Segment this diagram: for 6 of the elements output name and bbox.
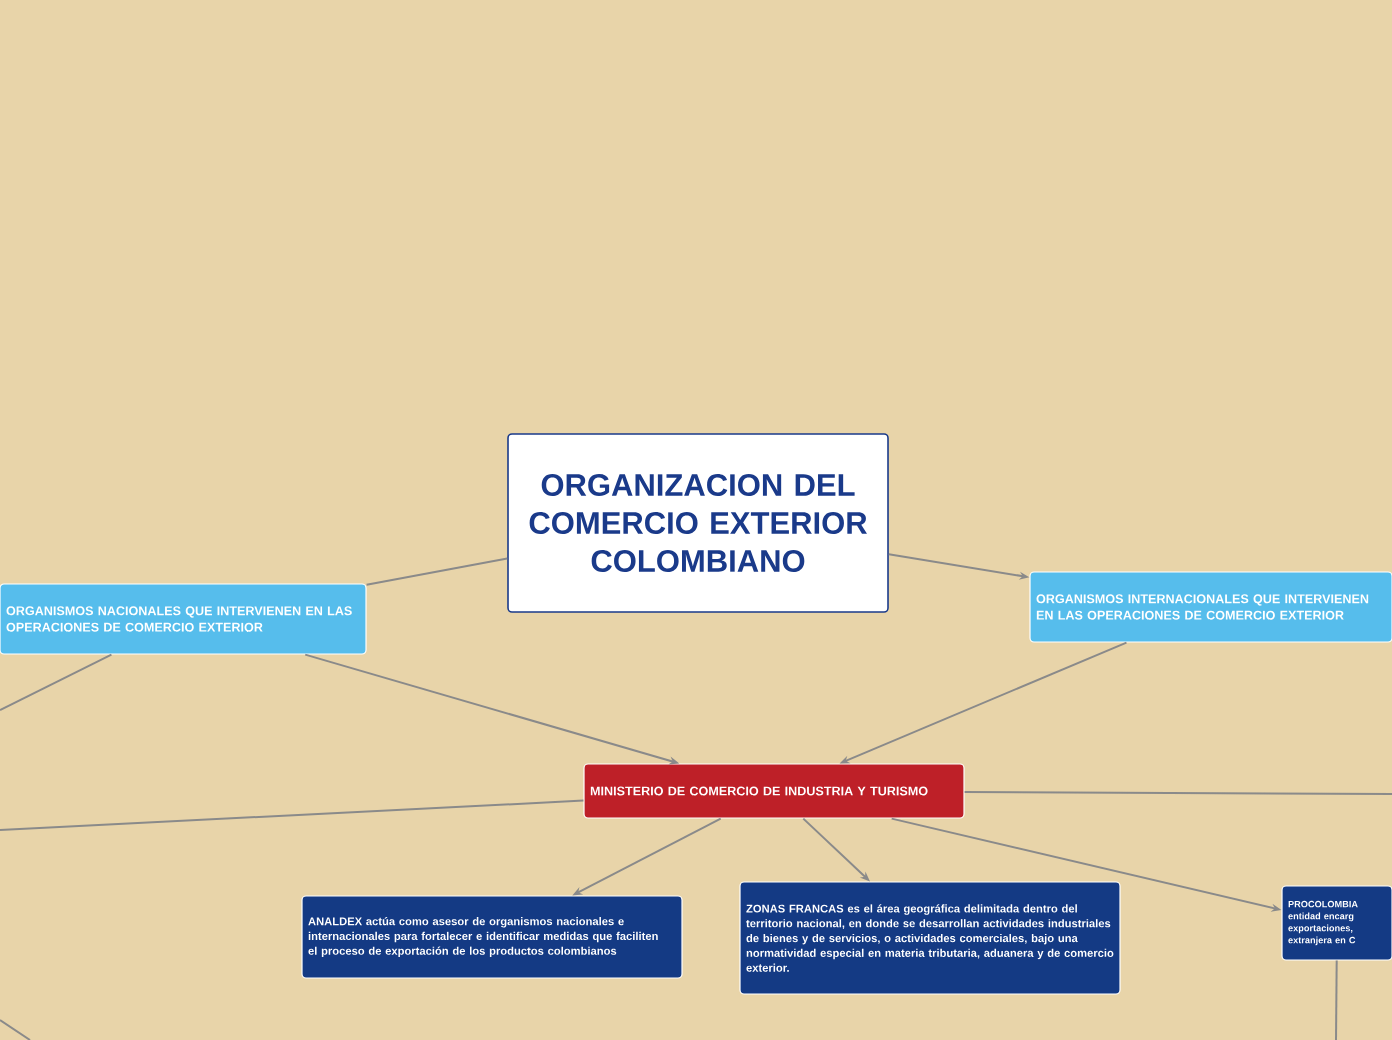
title-box: ORGANIZACION DEL COMERCIO EXTERIOR COLOMBIANO bbox=[507, 433, 889, 613]
connector-line bbox=[1335, 959, 1338, 1040]
connector-line bbox=[0, 653, 113, 711]
connector-line bbox=[963, 790, 1392, 795]
connector-line bbox=[365, 557, 509, 586]
connector-line bbox=[0, 799, 585, 831]
